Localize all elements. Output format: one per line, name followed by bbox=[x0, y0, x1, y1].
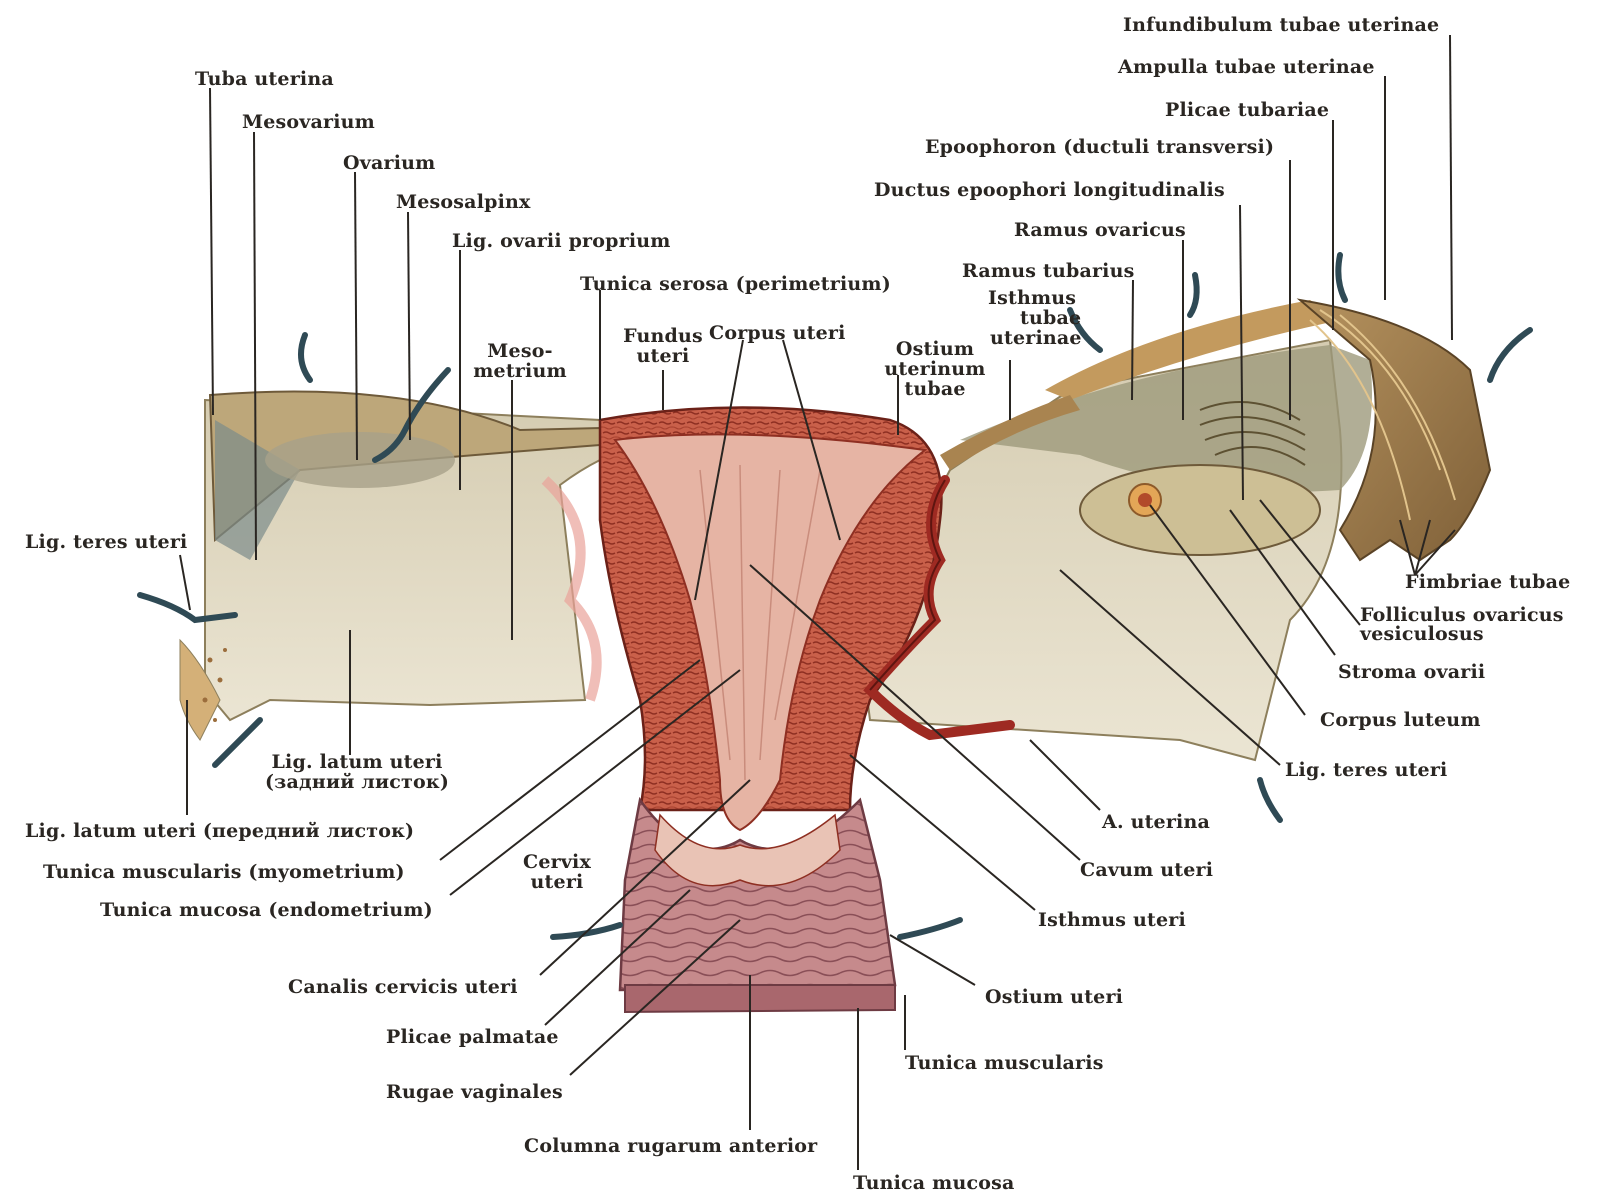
uterus-body bbox=[598, 406, 1015, 832]
vagina bbox=[618, 796, 897, 1014]
vessel-stubs bbox=[137, 252, 1533, 940]
label-lig-latum-post-line1: Lig. latum uteri bbox=[271, 751, 443, 773]
label-tunica-muscularis-myometrium: Tunica muscularis (myometrium) bbox=[43, 861, 405, 883]
label-folliculus: Folliculus ovaricus vesiculosus bbox=[1360, 606, 1564, 644]
label-stroma-ovarii: Stroma ovarii bbox=[1338, 661, 1486, 683]
label-fimbriae-tubae: Fimbriae tubae bbox=[1405, 571, 1571, 593]
leader-lines bbox=[179, 34, 1456, 1170]
label-infundibulum: Infundibulum tubae uterinae bbox=[1123, 14, 1440, 36]
label-fundus-line2: uteri bbox=[636, 345, 690, 367]
label-ostium-line1: Ostium bbox=[895, 338, 975, 360]
label-lig-teres-uteri-left: Lig. teres uteri bbox=[25, 531, 188, 553]
label-ramus-ovaricus: Ramus ovaricus bbox=[1014, 219, 1186, 241]
label-mesovarium: Mesovarium bbox=[242, 111, 375, 133]
label-lig-teres-uteri-right: Lig. teres uteri bbox=[1285, 759, 1448, 781]
label-cervix-line2: uteri bbox=[530, 871, 584, 893]
label-tunica-muscularis: Tunica muscularis bbox=[905, 1052, 1104, 1074]
label-plicae-tubariae: Plicae tubariae bbox=[1165, 99, 1330, 121]
label-ampulla: Ampulla tubae uterinae bbox=[1118, 56, 1375, 78]
label-plicae-palmatae: Plicae palmatae bbox=[386, 1026, 559, 1048]
label-tunica-mucosa-endometrium: Tunica mucosa (endometrium) bbox=[100, 899, 433, 921]
label-rugae-vaginales: Rugae vaginales bbox=[386, 1081, 563, 1103]
label-isthmus-tubae-line2: tubae bbox=[1020, 307, 1082, 329]
label-isthmus-tubae-line1: Isthmus bbox=[988, 287, 1077, 309]
label-cavum-uteri: Cavum uteri bbox=[1080, 859, 1214, 881]
label-isthmus-tubae-line3: uterinae bbox=[990, 327, 1082, 349]
label-fundus-line1: Fundus bbox=[623, 325, 703, 347]
label-mesometrium: Meso- metrium bbox=[473, 341, 567, 381]
label-isthmus-uteri: Isthmus uteri bbox=[1038, 909, 1186, 931]
label-tunica-mucosa: Tunica mucosa bbox=[853, 1172, 1015, 1194]
label-cervix-line1: Cervix bbox=[522, 851, 592, 873]
label-lig-latum-anterior: Lig. latum uteri (передний листок) bbox=[25, 820, 415, 842]
label-ovarium: Ovarium bbox=[343, 152, 436, 174]
label-columna-rugarum: Columna rugarum anterior bbox=[524, 1135, 818, 1157]
label-ramus-tubarius: Ramus tubarius bbox=[962, 260, 1135, 282]
label-mesometrium-line2: metrium bbox=[473, 360, 567, 382]
label-ostium-line3: tubae bbox=[904, 378, 966, 400]
label-cervix-uteri: Cervix uteri bbox=[523, 852, 591, 892]
label-folliculus-line2: vesiculosus bbox=[1360, 623, 1484, 645]
label-corpus-luteum: Corpus luteum bbox=[1320, 709, 1481, 731]
label-lig-latum-post-line2: (задний листок) bbox=[264, 771, 450, 793]
label-ductus-epoophori: Ductus epoophori longitudinalis bbox=[874, 179, 1225, 201]
label-epoophoron: Epoophoron (ductuli transversi) bbox=[925, 136, 1275, 158]
label-ostium-uterinum-tubae: Ostium uterinum tubae bbox=[884, 339, 985, 399]
label-folliculus-line1: Folliculus ovaricus bbox=[1360, 604, 1564, 626]
label-canalis-cervicis: Canalis cervicis uteri bbox=[288, 976, 518, 998]
label-tunica-serosa: Tunica serosa (perimetrium) bbox=[580, 273, 891, 295]
left-broad-ligament bbox=[179, 390, 602, 741]
label-lig-ovarii-proprium: Lig. ovarii proprium bbox=[452, 230, 671, 252]
label-lig-latum-posterior: Lig. latum uteri (задний листок) bbox=[265, 752, 449, 792]
label-tuba-uterina: Tuba uterina bbox=[195, 68, 334, 90]
label-mesosalpinx: Mesosalpinx bbox=[396, 191, 531, 213]
right-broad-ligament bbox=[858, 298, 1492, 762]
label-corpus-uteri: Corpus uteri bbox=[709, 322, 846, 344]
label-isthmus-tubae-uterinae: Isthmus tubae uterinae bbox=[988, 288, 1082, 348]
label-a-uterina: A. uterina bbox=[1102, 811, 1211, 833]
label-mesometrium-line1: Meso- bbox=[487, 340, 553, 362]
label-ostium-line2: uterinum bbox=[884, 358, 986, 380]
label-ostium-uteri: Ostium uteri bbox=[985, 986, 1124, 1008]
label-fundus-uteri: Fundus uteri bbox=[623, 326, 703, 366]
